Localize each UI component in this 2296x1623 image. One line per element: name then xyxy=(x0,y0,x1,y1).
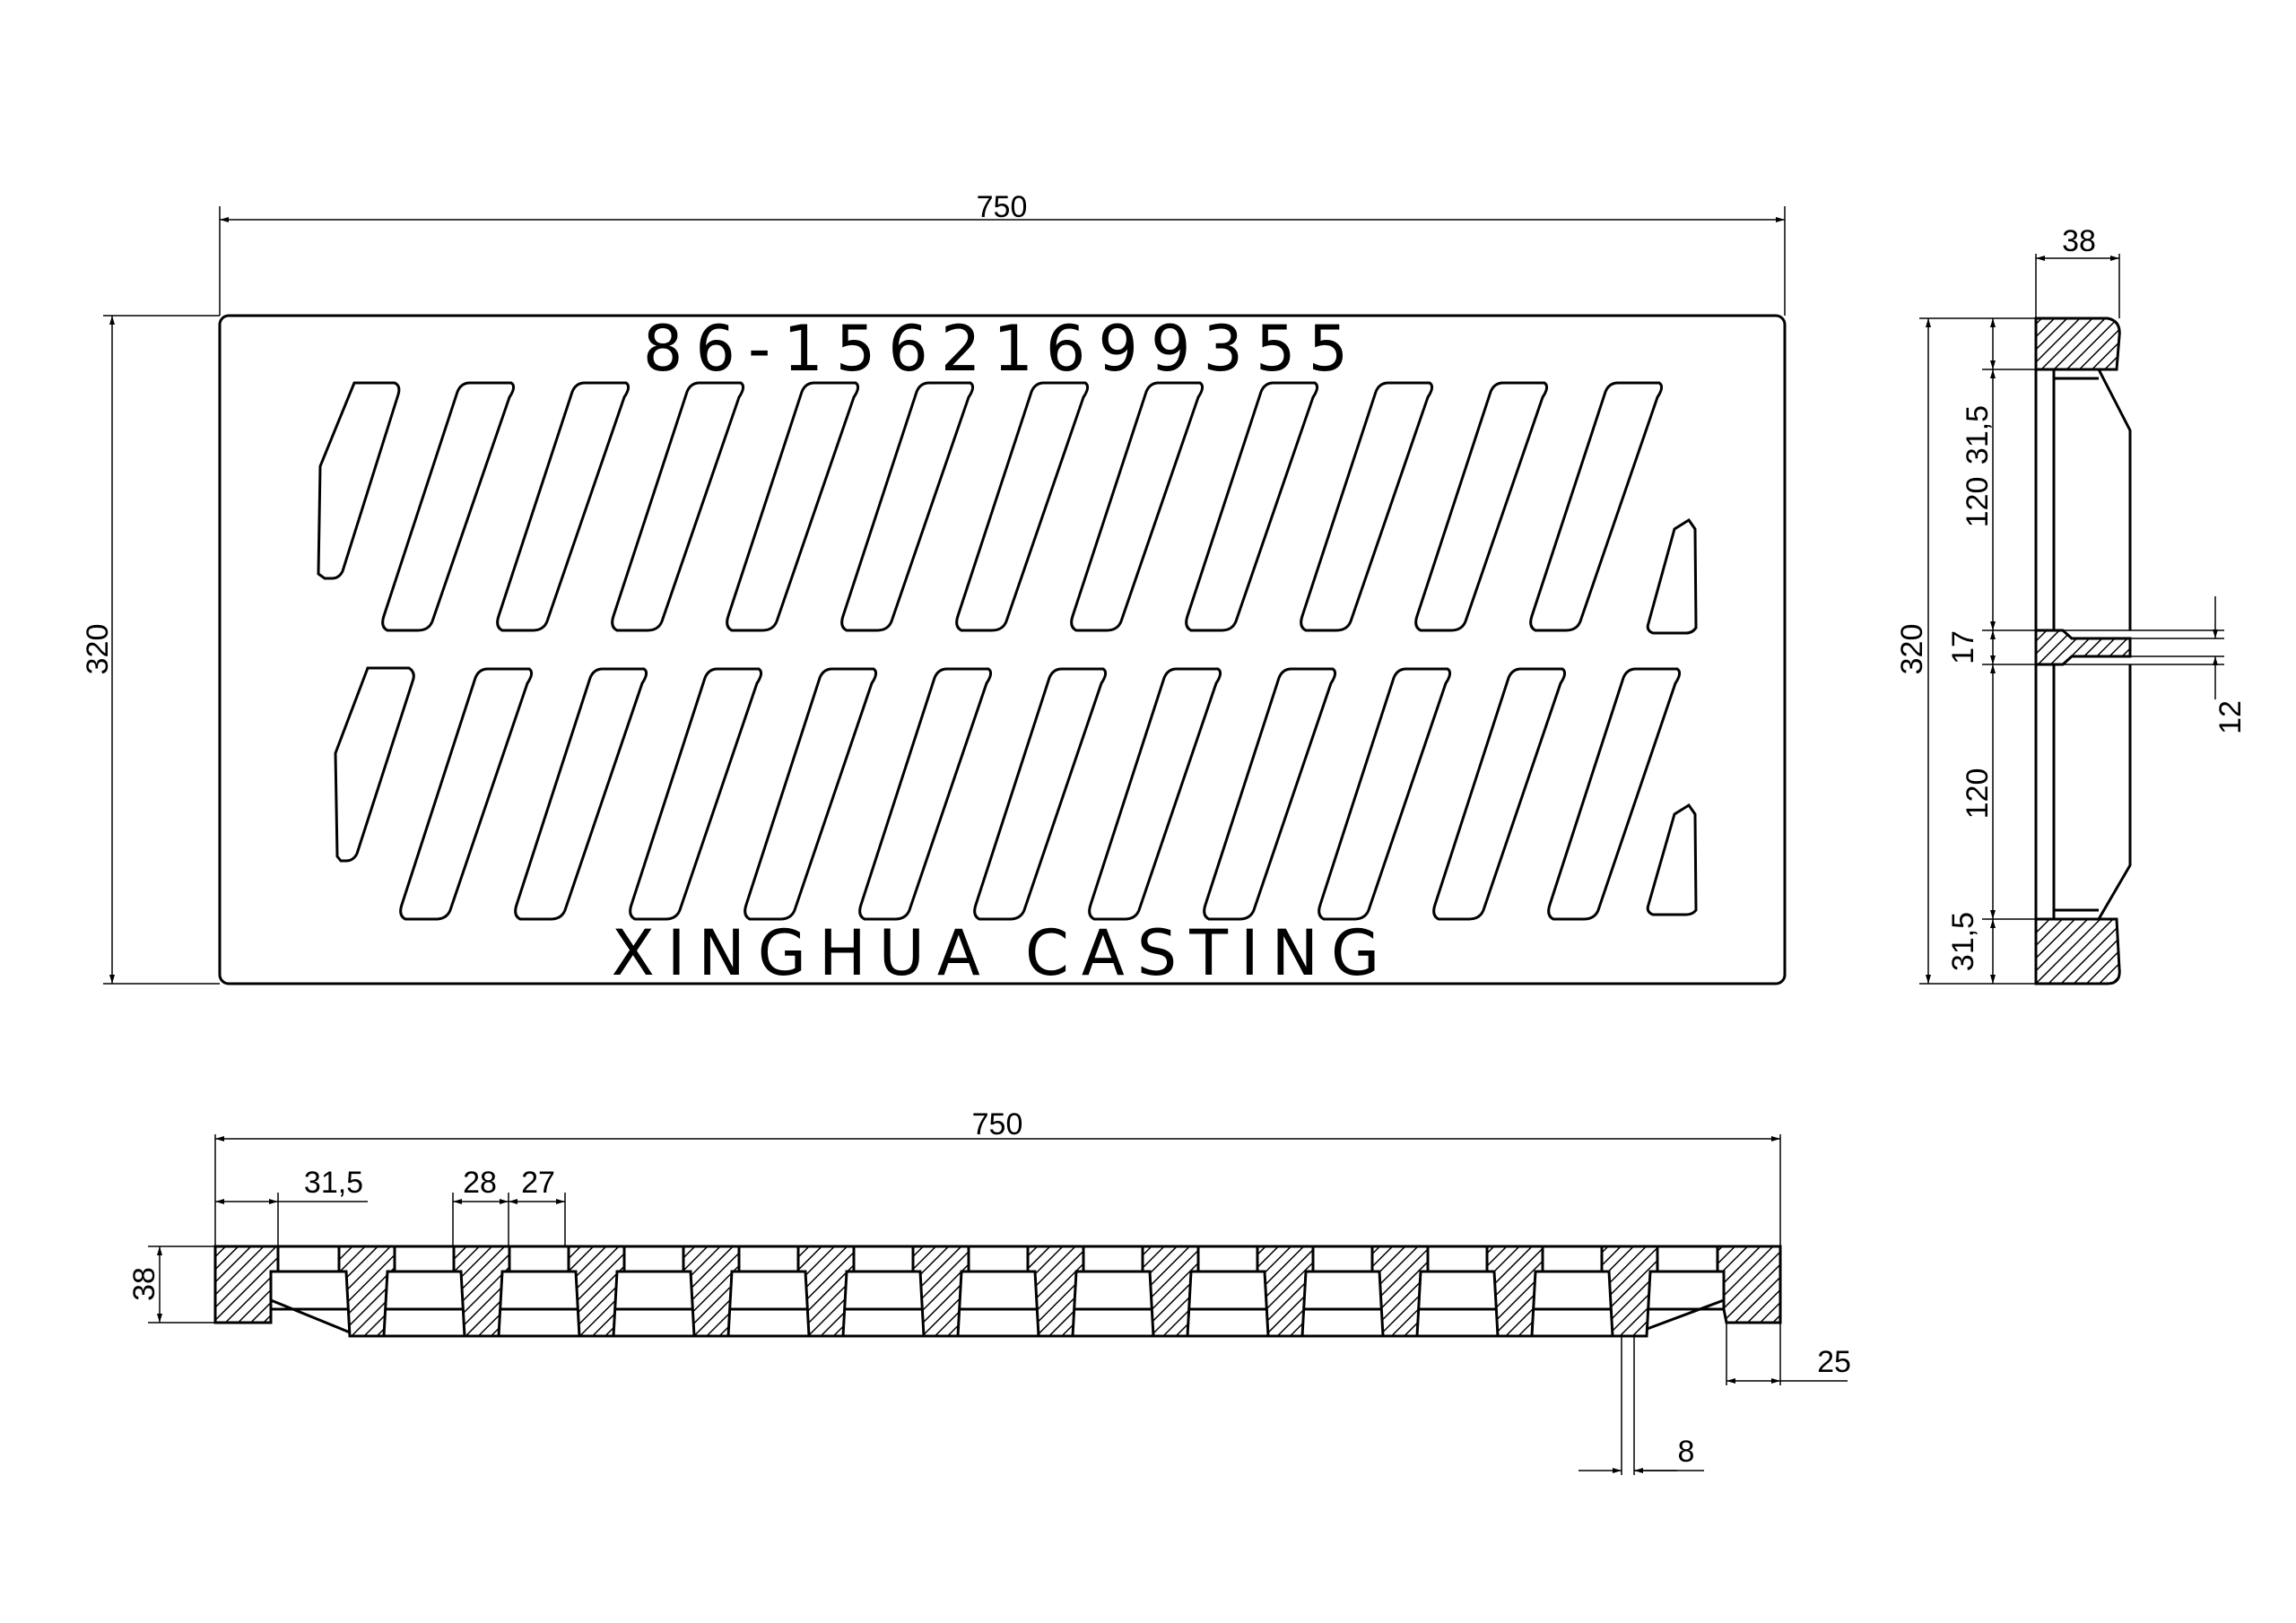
bar-section xyxy=(1026,1245,1085,1338)
bar-section xyxy=(337,1245,396,1338)
side-view: 38 320 31,5 120 17 12 120 31,5 xyxy=(1895,224,2248,985)
bar-section xyxy=(1370,1245,1430,1338)
side-dim-label: 120 xyxy=(1961,768,1995,820)
slot xyxy=(1318,667,1452,921)
front-height-label: 38 xyxy=(127,1267,161,1301)
bar-section xyxy=(682,1245,741,1338)
bar-section xyxy=(796,1245,856,1338)
front-length-label: 750 xyxy=(972,1107,1023,1141)
front-view: 750 31,5 28 27 38 25 xyxy=(127,1107,1851,1475)
side-overall-label: 320 xyxy=(1895,624,1929,675)
slot xyxy=(629,667,763,921)
top-flange-section xyxy=(2034,317,2121,371)
slot xyxy=(955,381,1090,632)
slot xyxy=(1185,381,1319,632)
slot xyxy=(726,381,860,632)
slot xyxy=(973,667,1108,921)
bar-section xyxy=(911,1245,970,1338)
left-end-section xyxy=(213,1245,280,1324)
foot-dim-label: 25 xyxy=(1817,1345,1851,1379)
side-body-outline xyxy=(2034,368,2132,921)
edge-slot xyxy=(317,381,401,580)
bar-dim-label: 28 xyxy=(463,1166,497,1200)
bar-section xyxy=(1485,1245,1544,1338)
slot xyxy=(1432,667,1567,921)
slot xyxy=(858,667,993,921)
slot xyxy=(514,667,648,921)
slot xyxy=(1547,667,1682,921)
slot xyxy=(399,667,534,921)
right-end-section xyxy=(1716,1245,1782,1324)
side-thickness-label: 38 xyxy=(2062,224,2096,258)
slot xyxy=(1300,381,1434,632)
center-bar-section xyxy=(2034,629,2132,666)
slot xyxy=(611,381,745,632)
rim-dim-label: 31,5 xyxy=(304,1166,363,1200)
side-dim-label: 31,5 xyxy=(1961,405,1995,464)
width-dimension-label: 750 xyxy=(977,190,1028,224)
slot xyxy=(496,381,631,632)
front-body-outline xyxy=(270,1298,1725,1338)
side-dim-label: 31,5 xyxy=(1946,912,1980,971)
edge-slot xyxy=(1646,517,1698,635)
bar-section xyxy=(567,1245,626,1338)
slot xyxy=(744,667,878,921)
edge-slot xyxy=(334,666,415,863)
side-dim-label: 120 xyxy=(1961,477,1995,528)
height-dimension-label: 320 xyxy=(81,624,115,675)
slot xyxy=(1070,381,1205,632)
bar-section xyxy=(452,1245,511,1338)
slot xyxy=(1088,667,1222,921)
bottom-flange-section xyxy=(2034,917,2121,985)
lower-slot-row xyxy=(334,666,1698,921)
brand-text: XINGHUA CASTING xyxy=(612,916,1392,990)
slot xyxy=(381,381,516,632)
side-dim-label: 12 xyxy=(2213,700,2248,734)
bar-section xyxy=(1141,1245,1200,1338)
top-view: 750 320 86-15621699355 XINGHUA CASTING xyxy=(81,190,1787,990)
grate-outline xyxy=(218,314,1787,985)
slot xyxy=(1414,381,1549,632)
side-dim-label: 17 xyxy=(1946,630,1980,664)
slot xyxy=(1203,667,1337,921)
upper-slot-row xyxy=(317,381,1698,635)
bar-section xyxy=(1600,1245,1659,1338)
phone-number-text: 86-15621699355 xyxy=(643,312,1361,386)
slot xyxy=(1529,381,1664,632)
bar-section xyxy=(1256,1245,1315,1338)
step-dim-label: 8 xyxy=(1678,1435,1695,1469)
gap-dim-label: 27 xyxy=(521,1166,555,1200)
slot xyxy=(840,381,975,632)
edge-slot xyxy=(1646,803,1698,916)
